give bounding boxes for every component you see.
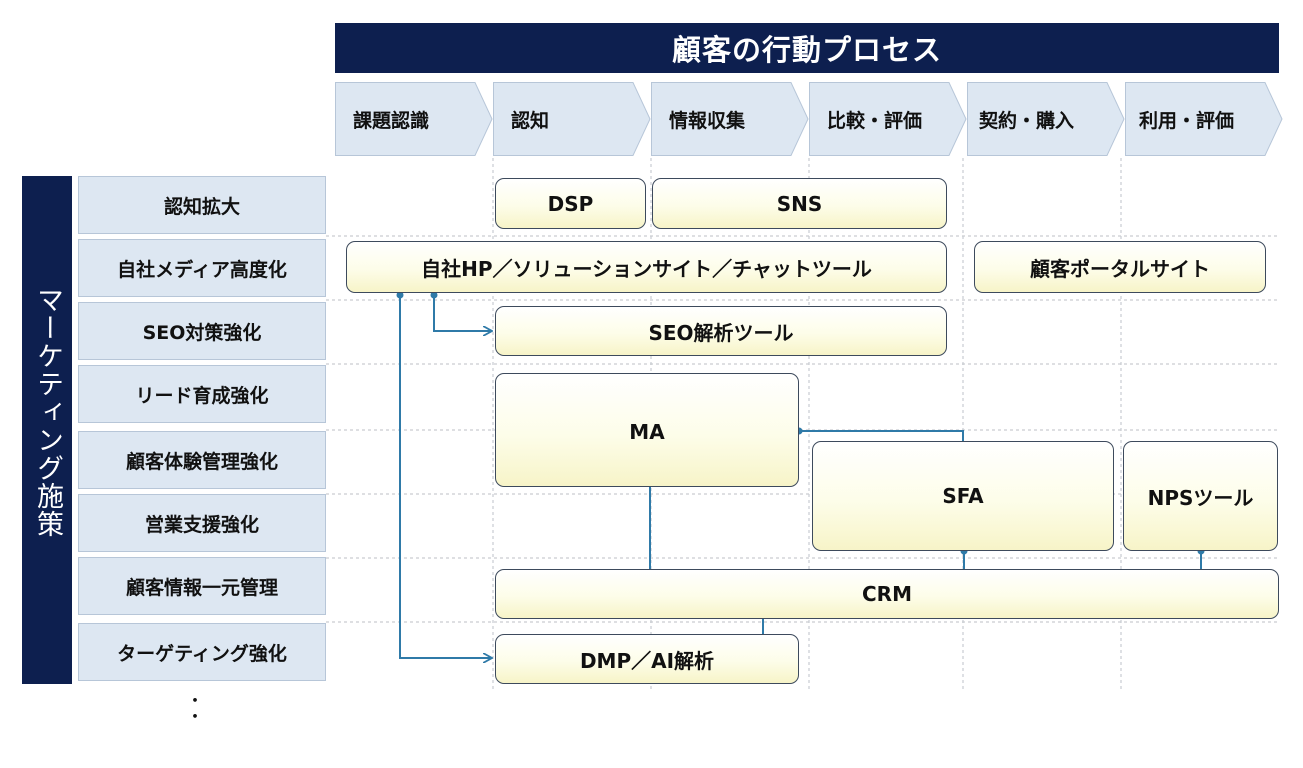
row-label-seo: SEO対策強化 [78,302,326,360]
process-banner: 顧客の行動プロセス [335,23,1279,73]
stage-label: 情報収集 [669,109,746,132]
tool-nps: NPSツール [1123,441,1278,551]
tool-customer-portal: 顧客ポータルサイト [974,241,1266,293]
row-label-lead-nurturing: リード育成強化 [78,365,326,423]
stage-problem-recognition: 課題認識 [335,82,493,156]
stage-purchase: 契約・購入 [967,82,1125,156]
chevron-shape [335,82,493,156]
chevron-shape [1125,82,1283,156]
chevron-shape [809,82,967,156]
connector-dot [396,291,404,299]
continuation-dot: ・ [186,691,204,712]
process-title: 顧客の行動プロセス [671,33,942,67]
stage-label: 利用・評価 [1139,109,1235,132]
chevron-shape [651,82,809,156]
stage-usage: 利用・評価 [1125,82,1283,156]
hp-to-seo-arrow [433,294,492,331]
marketing-measures-label: マーケティング施策 [32,286,63,538]
connector-dot [430,291,438,299]
row-label-targeting: ターゲティング強化 [78,623,326,681]
tool-dmp-ai: DMP／AI解析 [495,634,799,684]
hp-to-dmp-arrow [399,294,492,658]
row-label-owned-media: 自社メディア高度化 [78,239,326,297]
marketing-measures-title: マーケティング施策 [22,176,72,684]
grid-lines [326,158,1280,690]
continuation-dots: ・ ・ [186,691,204,728]
stage-awareness: 認知 [493,82,651,156]
tool-seo-analysis: SEO解析ツール [495,306,947,356]
row-label-cx-management: 顧客体験管理強化 [78,431,326,489]
stage-label: 契約・購入 [979,109,1075,132]
stage-label: 認知 [511,109,550,132]
row-label-sales-support: 営業支援強化 [78,494,326,552]
stage-info-gathering: 情報収集 [651,82,809,156]
stage-label: 比較・評価 [827,109,923,132]
tool-dsp: DSP [495,178,646,229]
tool-ma: MA [495,373,799,487]
tool-sfa: SFA [812,441,1114,551]
continuation-dot: ・ [186,707,204,728]
stage-label: 課題認識 [353,109,430,132]
tool-sns: SNS [652,178,947,229]
chevron-shape [493,82,651,156]
tool-crm: CRM [495,569,1279,619]
chevron-shape [967,82,1125,156]
ma-sfa-line [799,430,964,441]
row-label-awareness: 認知拡大 [78,176,326,234]
row-label-customer-data: 顧客情報一元管理 [78,557,326,615]
stage-comparison: 比較・評価 [809,82,967,156]
tool-owned-site: 自社HP／ソリューションサイト／チャットツール [346,241,947,293]
